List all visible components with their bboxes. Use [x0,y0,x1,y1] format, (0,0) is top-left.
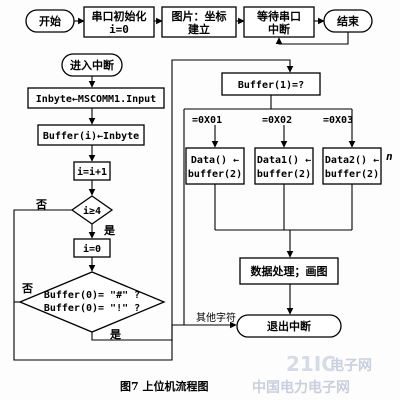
watermark-brand: 中国电力电子网 [252,379,350,396]
cond-i-no-label: 否 [35,198,47,211]
cond-buffer-diamond [18,271,166,333]
inbyte-label: Inbyte←MSCOMM1.Input [36,94,156,105]
image-setup-sub: 建立 [188,22,210,36]
switch-label: Buffer(1)=? [238,80,304,91]
wait-serial-box [243,6,315,38]
start-label: 开始 [39,14,61,28]
data1-label-2: buffer(2) [188,169,242,180]
cond-buffer-label-2: Buffer(0)= "!" ? [44,303,140,314]
watermark-site: 电子网 [330,357,372,374]
watermark: 21IC 电子网 中国电力电子网 [252,352,372,396]
end-label: 结束 [336,14,360,28]
case3-label: =0X03 [323,115,353,126]
image-setup-box [161,6,237,38]
cond-i-label: i≥4 [83,205,101,217]
cond-buffer-label-1: Buffer(0)= "#" ? [44,290,140,301]
n-label: n [386,150,393,163]
wait-serial-label: 等待串口 [256,9,301,23]
case1-label: =0X01 [192,115,222,126]
other-chars-label: 其他字符 [196,311,236,324]
watermark-logo: 21IC [286,352,336,376]
serial-init-sub: i=0 [109,23,129,36]
data3-label-1: Data2() ← [325,155,379,166]
image-setup-label: 图片：坐标 [172,9,227,23]
data2-label-2: buffer(2) [257,169,311,180]
inbyte-box [27,87,165,109]
arrow-cond-i-no [13,59,294,361]
cond-i-yes-label: 是 [103,224,116,237]
serial-init-label: 串口初始化 [92,9,147,23]
reset-i-label: i=0 [83,243,101,255]
figure-caption: 图7 上位机流程图 [120,379,208,393]
buffer-assign-label: Buffer(i)←Inbyte [43,130,139,142]
data1-label-1: Data() ← [191,155,239,166]
exit-interrupt-label: 退出中断 [267,319,311,333]
process-label: 数据处理；画图 [251,264,328,278]
increment-label: i=i+1 [77,166,107,178]
buffer-assign-box [37,124,145,146]
exit-interrupt-terminal [236,314,342,338]
enter-interrupt-label: 进入中断 [70,58,114,72]
cond-buffer-yes-label: 是 [109,328,122,341]
case2-label: =0X02 [262,115,292,126]
wait-serial-sub: 中断 [268,22,290,36]
arrow-end-loop [275,32,349,45]
data3-label-2: buffer(2) [325,169,379,180]
cond-buffer-no-label: 否 [21,282,33,295]
process-box [239,257,339,285]
data2-label-1: Data1() ← [257,155,311,166]
data1-box [185,147,245,185]
serial-init-box [83,6,155,38]
